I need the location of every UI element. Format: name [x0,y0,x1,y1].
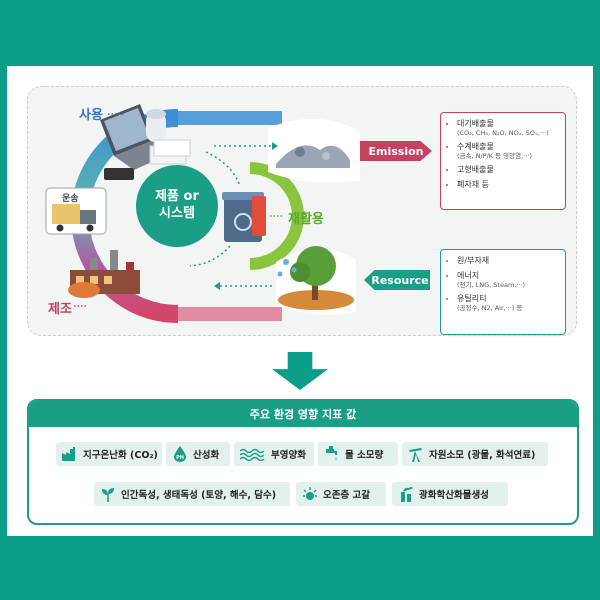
indicator-chip-acidification: PH 산성화 [166,442,230,466]
oil-pump-icon [409,448,422,462]
indicator-chip-water-consumption: 물 소모량 [318,442,398,466]
resource-arrow: Resource [364,270,430,290]
indicator-chip-eutrophication: 부영양화 [234,442,314,466]
svg-text:PH: PH [176,455,184,461]
indicator-chip-ozone-depletion: 오존층 고갈 [296,482,386,506]
indicator-chip-toxicity: 인간독성, 생태독성 (토양, 해수, 담수) [94,482,290,506]
sun-icon [303,487,317,500]
paper-roll-icon [146,109,166,142]
resource-item: 에너지(전기, LNG, Steam,···) [457,271,557,289]
stage-label-use: 사용 [79,108,103,123]
resource-list-box: 원/부자재 에너지(전기, LNG, Steam,···) 유틸리티(공정수, … [440,249,566,335]
resource-item: 유틸리티(공정수, N2, Air,···) 등 [457,294,557,312]
factory-illustration-icon [68,250,140,298]
waves-icon [240,448,265,461]
indicator-title: 주요 환경 영향 지표 값 [29,401,577,427]
product-system-circle: 제품 or 시스템 [136,165,218,247]
recycle-bin-icon [222,192,266,242]
emission-item: 고형배출물 [457,165,557,175]
center-line-2: 시스템 [159,206,195,221]
emission-item: 수계배출물(금속, N/P/K 등 영양염,···) [457,142,557,160]
center-line-1: 제품 or [155,189,199,205]
phone-icon [104,168,134,180]
sprout-icon [102,488,114,502]
stage-label-manufacture: 제조 [48,302,72,317]
ph-drop-icon: PH [174,446,186,462]
resource-item: 원/부자재 [457,256,557,266]
garbage-pile-icon [276,145,350,168]
faucet-icon [326,446,337,461]
smokestack-icon [401,487,413,502]
stage-label-recycle: 재활용 [288,212,324,227]
flow-arrow-use-to-product [205,151,241,187]
emission-list-box: 대기배출물(CO₂, CH₄, N₂O, NOₓ, SOₓ,···) 수계배출물… [440,112,566,210]
factory-icon [62,447,75,461]
emission-item: 대기배출물(CO₂, CH₄, N₂O, NOₓ, SOₓ,···) [457,119,557,137]
emission-item: 폐자재 등 [457,180,557,190]
tree-soil-icon [278,246,354,310]
truck-icon [45,187,107,235]
water-drops-icon [277,259,297,277]
flow-arrow-recycle-to-product [189,245,231,267]
emission-arrow: Emission [360,141,432,161]
paper-stack-icon [149,139,191,165]
indicator-chip-photochemical-oxidation: 광화학산화물생성 [392,482,508,506]
indicator-chip-global-warming: 지구온난화 (CO₂) [56,442,162,466]
indicator-chip-resource-depletion: 자원소모 (광물, 화석연료) [402,442,548,466]
stage-label-transport: 운송 [62,194,79,204]
